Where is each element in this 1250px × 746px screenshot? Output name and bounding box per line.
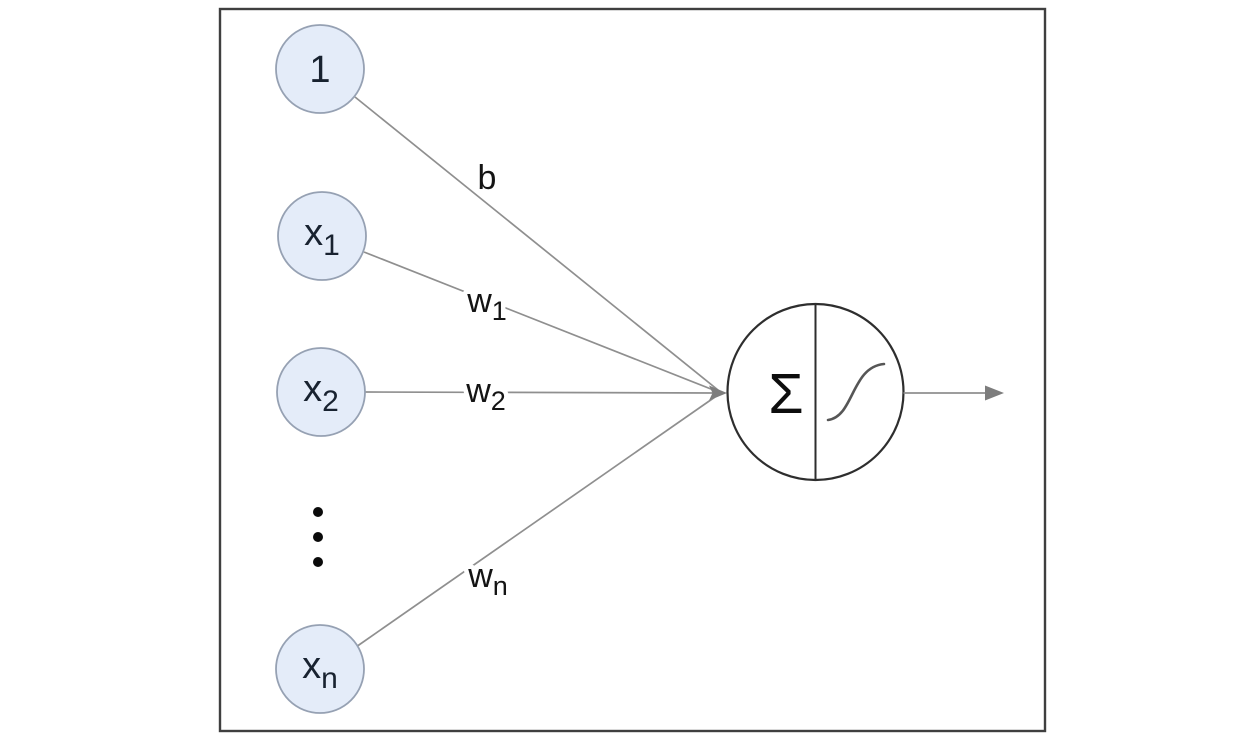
input-node-xn: xn (275, 624, 365, 714)
edge-x1-to-neuron (363, 251, 717, 392)
bias-node: 1 (275, 24, 365, 114)
input-node-x2-circle (276, 347, 366, 437)
weight-1-label: w1 (466, 282, 507, 326)
output-arrow (903, 385, 1004, 401)
weight-n-label: wn (467, 557, 508, 601)
edge-bias-to-neuron (354, 96, 719, 391)
bias-node-label: 1 (309, 49, 330, 91)
input-node-x1-label: x1 (304, 212, 340, 262)
input-node-xn-label: xn (302, 645, 338, 695)
bias-node-circle (275, 24, 365, 114)
convergence-arrowhead-icon (709, 385, 727, 401)
input-nodes: 1 x1 x2 xn (275, 24, 367, 714)
sigmoid-activation-icon (826, 362, 886, 422)
edge-labels: b w1 w2 wn (461, 155, 513, 606)
bias-weight-label: b (478, 159, 497, 197)
input-node-xn-circle (275, 624, 365, 714)
neuron-body: Σ (726, 302, 905, 482)
input-node-x2-label: x2 (303, 368, 339, 418)
input-node-x1: x1 (277, 191, 367, 281)
diagram-frame (218, 7, 1047, 733)
ellipsis-dot (313, 532, 323, 542)
input-edges (354, 96, 727, 648)
input-node-x2: x2 (276, 347, 366, 437)
weight-2-label: w2 (465, 372, 506, 416)
output-arrowhead-icon (985, 385, 1004, 401)
ellipsis-dot (313, 507, 323, 517)
edge-xn-to-neuron (355, 396, 716, 648)
edge-x2-to-neuron (364, 391, 714, 394)
vertical-ellipsis-icon (313, 507, 323, 567)
ellipsis-dot (313, 557, 323, 567)
input-node-x1-circle (277, 191, 367, 281)
summation-symbol: Σ (768, 362, 803, 426)
